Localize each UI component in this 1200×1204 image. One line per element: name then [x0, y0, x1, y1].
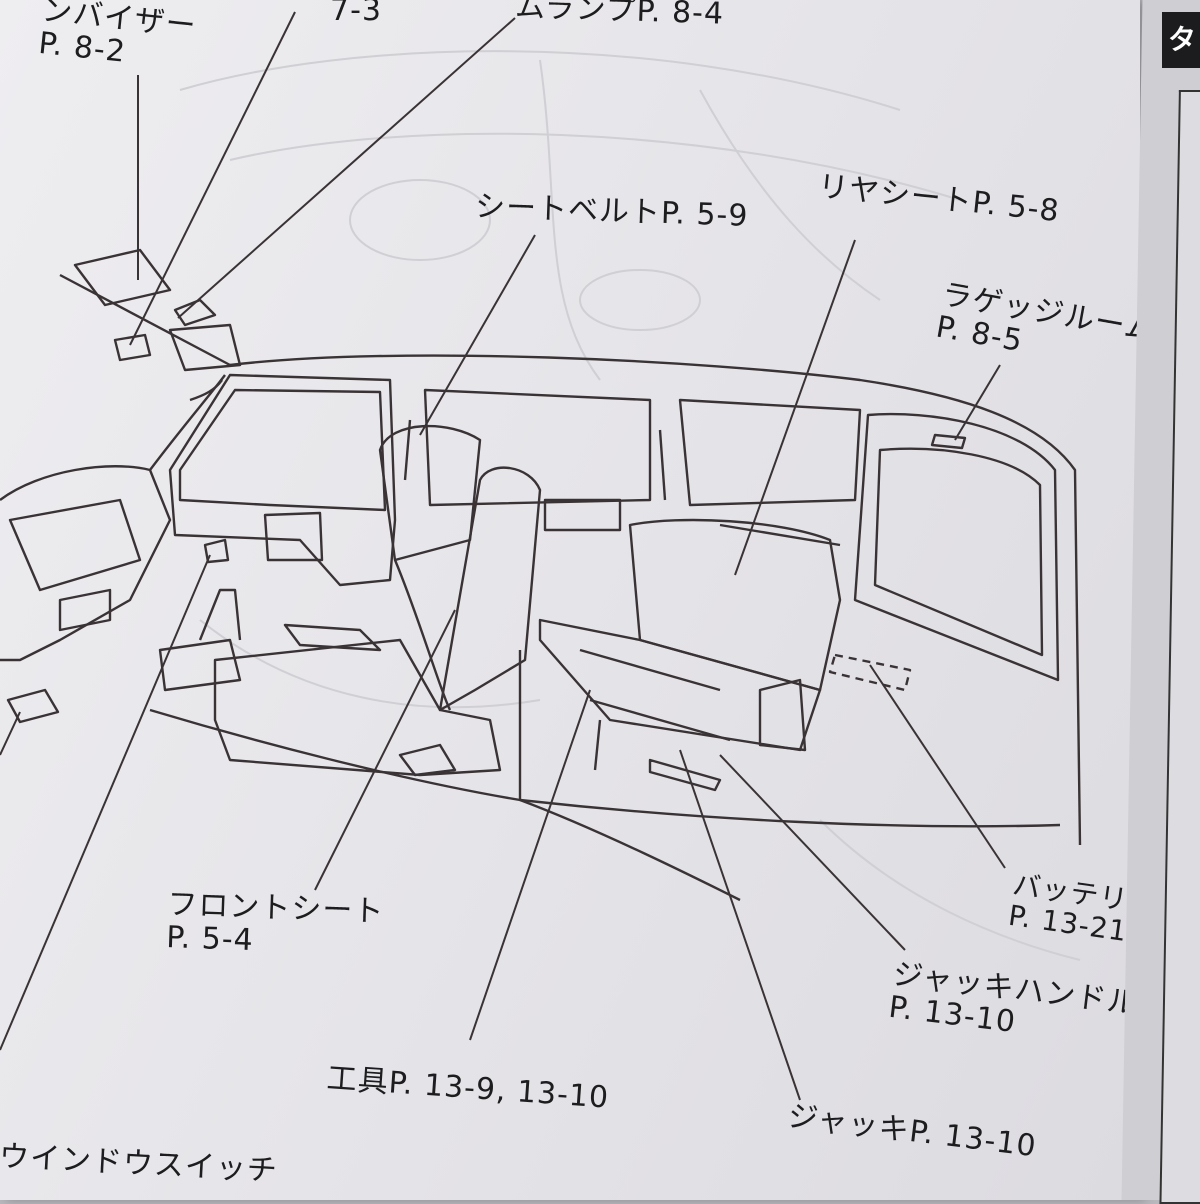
front-seat-label: フロントシート P. 5-4 [166, 887, 385, 962]
ref-7-3-label: 7-3 [330, 0, 382, 28]
section-tab: タ [1162, 12, 1200, 68]
show-through-lines [179, 50, 1081, 961]
vehicle-outline [0, 248, 1082, 902]
manual-page: ンバイザー P. 8-2 7-3 ムランプP. 8-4 シートベルトP. 5-9… [0, 0, 1140, 1200]
leader-lines [0, 11, 1006, 1101]
next-page-frame [1159, 90, 1200, 1204]
vehicle-interior-diagram [0, 11, 1082, 1101]
